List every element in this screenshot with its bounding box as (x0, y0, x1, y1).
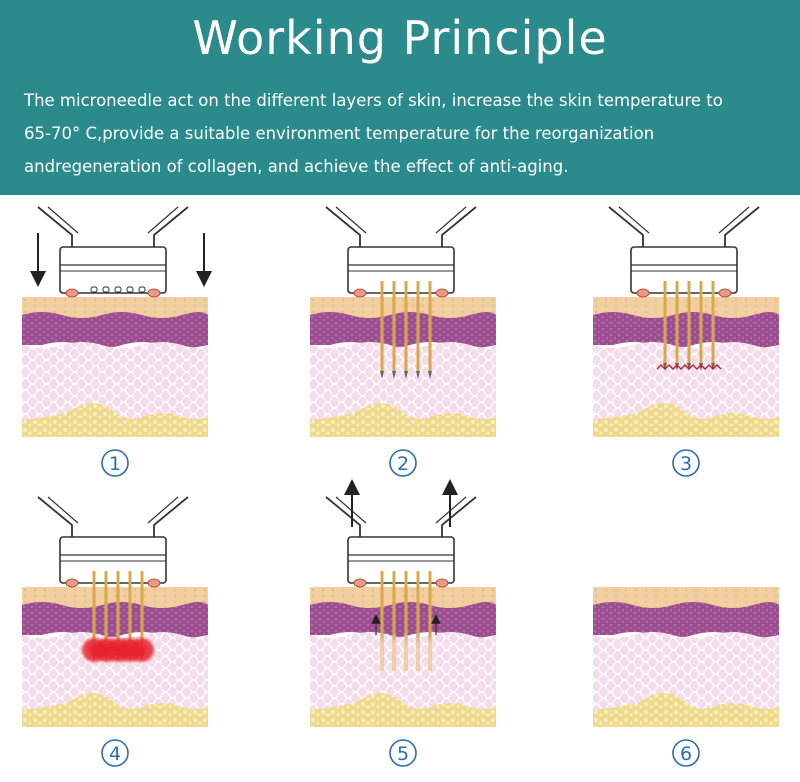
step-panel-5: 5 (310, 479, 496, 767)
skin-block (310, 297, 496, 437)
page-title: Working Principle (192, 11, 608, 65)
epidermis-layer (593, 587, 779, 609)
microneedle-device (30, 206, 212, 298)
step-number-badge: 3 (672, 449, 700, 477)
dermis-upper-layer (593, 312, 779, 348)
epidermis-layer (310, 587, 496, 609)
description: The microneedle act on the different lay… (24, 84, 794, 183)
step-number-badge: 4 (101, 739, 129, 767)
step-number: 1 (109, 453, 121, 475)
step-panel-2: 2 (310, 206, 496, 477)
skin-block (310, 587, 496, 727)
step-number: 2 (397, 453, 409, 475)
microneedle-device (608, 206, 760, 371)
fat-layer (22, 403, 208, 437)
description-line-2: 65-70° C,provide a suitable environment … (24, 124, 655, 143)
step-panel-4: 4 (22, 496, 208, 767)
fat-layer (22, 693, 208, 727)
dermis-upper-layer (593, 602, 779, 638)
step-number: 5 (397, 743, 409, 765)
collagen-stimulation-line (656, 364, 722, 370)
dermis-upper-layer (310, 602, 496, 638)
epidermis-layer (310, 297, 496, 319)
skin-block (22, 587, 208, 727)
fat-layer (310, 693, 496, 727)
step-number-badge: 1 (101, 449, 129, 477)
epidermis-layer (22, 587, 208, 609)
step-number: 6 (680, 743, 692, 765)
fat-layer (593, 693, 779, 727)
fat-layer (593, 403, 779, 437)
header-banner: Working Principle The microneedle act on… (0, 0, 800, 195)
skin-block (22, 297, 208, 437)
step-number-badge: 5 (389, 739, 417, 767)
skin-block (593, 297, 779, 437)
step-number-badge: 2 (389, 449, 417, 477)
description-line-3: andregeneration of collagen, and achieve… (24, 157, 569, 176)
epidermis-layer (593, 297, 779, 319)
step-number: 3 (680, 453, 692, 475)
microneedle-device (37, 496, 189, 664)
microneedle-device (325, 479, 477, 671)
dermis-upper-layer (22, 602, 208, 638)
step-number: 4 (109, 743, 121, 765)
steps-diagram: 1 2 3 4 5 6 (22, 206, 779, 767)
step-number-badge: 6 (672, 739, 700, 767)
step-panel-1: 1 (22, 206, 212, 477)
microneedle-device (325, 206, 477, 379)
step-panel-3: 3 (593, 206, 779, 477)
step-panel-6: 6 (593, 587, 779, 767)
fat-layer (310, 403, 496, 437)
dermis-upper-layer (310, 312, 496, 348)
epidermis-layer (22, 297, 208, 319)
skin-block (593, 587, 779, 727)
dermis-upper-layer (22, 312, 208, 348)
heat-zone (128, 636, 156, 664)
description-line-1: The microneedle act on the different lay… (24, 91, 723, 110)
